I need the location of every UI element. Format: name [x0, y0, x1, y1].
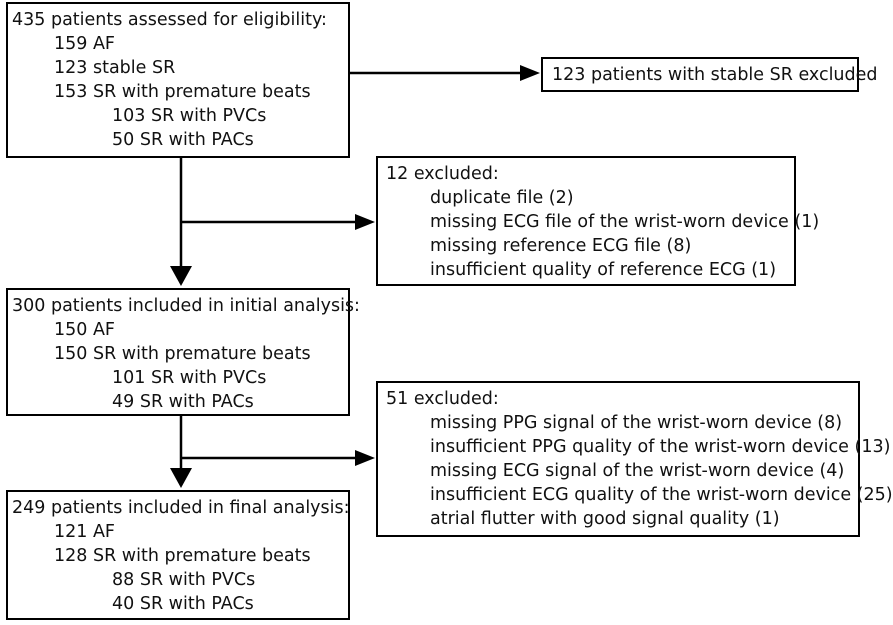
excluded-51-line: missing PPG signal of the wrist-worn dev… — [430, 413, 843, 433]
excluded-51-title: 51 excluded: — [386, 389, 499, 409]
eligibility-line-premature: 153 SR with premature beats — [54, 82, 311, 102]
initial-analysis-box: 300 patients included in initial analysi… — [6, 288, 360, 416]
flow-arrows — [170, 65, 540, 488]
final-line-af: 121 AF — [54, 522, 116, 542]
excluded-12-title: 12 excluded: — [386, 164, 499, 184]
excluded-51-line: insufficient PPG quality of the wrist-wo… — [430, 437, 891, 457]
initial-line-pacs: 49 SR with PACs — [112, 392, 254, 412]
excluded-51-line: insufficient ECG quality of the wrist-wo… — [430, 485, 893, 505]
eligibility-line-stable-sr: 123 stable SR — [54, 58, 176, 78]
excluded-12-line: missing ECG file of the wrist-worn devic… — [430, 212, 820, 232]
eligibility-title: 435 patients assessed for eligibility: — [12, 10, 327, 30]
final-analysis-title: 249 patients included in final analysis: — [12, 498, 350, 518]
excluded-51-line: atrial flutter with good signal quality … — [430, 509, 780, 529]
initial-analysis-title: 300 patients included in initial analysi… — [12, 296, 360, 316]
final-line-pacs: 40 SR with PACs — [112, 594, 254, 614]
eligibility-line-af: 159 AF — [54, 34, 116, 54]
excluded-12-line: insufficient quality of reference ECG (1… — [430, 260, 777, 280]
eligibility-line-pacs: 50 SR with PACs — [112, 130, 254, 150]
excluded-stable-sr-box: 123 patients with stable SR excluded — [541, 57, 878, 92]
eligibility-box: 435 patients assessed for eligibility: 1… — [6, 2, 350, 158]
final-line-pvcs: 88 SR with PVCs — [112, 570, 256, 590]
excluded-51-line: missing ECG signal of the wrist-worn dev… — [430, 461, 845, 481]
excluded-stable-sr-text: 123 patients with stable SR excluded — [552, 65, 878, 85]
final-analysis-box: 249 patients included in final analysis:… — [6, 490, 350, 620]
eligibility-line-pvcs: 103 SR with PVCs — [112, 106, 267, 126]
excluded-51-box: 51 excluded: missing PPG signal of the w… — [376, 381, 893, 537]
initial-line-af: 150 AF — [54, 320, 116, 340]
excluded-12-line: missing reference ECG file (8) — [430, 236, 692, 256]
final-line-premature: 128 SR with premature beats — [54, 546, 311, 566]
excluded-12-box: 12 excluded: duplicate file (2) missing … — [376, 156, 820, 286]
initial-line-pvcs: 101 SR with PVCs — [112, 368, 267, 388]
excluded-12-line: duplicate file (2) — [430, 188, 574, 208]
initial-line-premature: 150 SR with premature beats — [54, 344, 311, 364]
